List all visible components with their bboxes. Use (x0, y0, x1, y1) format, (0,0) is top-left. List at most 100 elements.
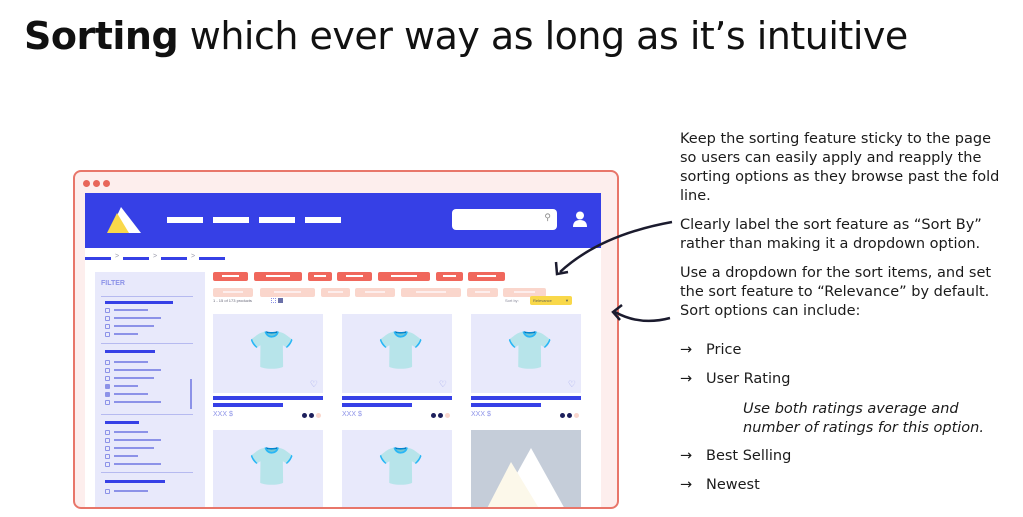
sort-value: Relevance (533, 298, 552, 303)
search-icon: ⚲ (544, 212, 551, 222)
product-title[interactable] (342, 396, 452, 400)
filter-group-title (105, 421, 139, 424)
note-dropdown: Use a dropdown for the sort items, and s… (680, 265, 992, 319)
color-swatch[interactable] (438, 413, 443, 418)
filter-checkbox-checked[interactable] (105, 383, 138, 389)
sort-chip[interactable] (436, 272, 463, 281)
product-image[interactable]: 👕 (213, 430, 323, 507)
filter-chip[interactable] (401, 288, 461, 297)
filter-chip[interactable] (503, 288, 546, 297)
color-swatch[interactable] (567, 413, 572, 418)
divider (101, 472, 193, 473)
filter-chip[interactable] (213, 288, 253, 297)
filter-chip[interactable] (355, 288, 395, 297)
filter-checkbox[interactable] (105, 315, 161, 321)
filter-checkbox-checked[interactable] (105, 391, 148, 397)
nav-link[interactable] (305, 217, 341, 223)
sort-chip[interactable] (308, 272, 332, 281)
filter-chip[interactable] (260, 288, 315, 297)
window-dot-icon (103, 180, 110, 187)
breadcrumb-item[interactable] (85, 257, 111, 260)
filter-group-title (105, 301, 173, 304)
list-view-icon[interactable] (271, 298, 276, 303)
tshirt-icon: 👕 (248, 446, 296, 488)
nav-link[interactable] (167, 217, 203, 223)
sort-option: →Price (680, 342, 741, 358)
option-label: User Rating (706, 371, 791, 387)
sort-chip[interactable] (468, 272, 505, 281)
filter-chip[interactable] (321, 288, 350, 297)
filter-checkbox[interactable] (105, 331, 138, 337)
filter-checkbox[interactable] (105, 488, 148, 494)
breadcrumb-item[interactable] (161, 257, 187, 260)
color-swatch[interactable] (574, 413, 579, 418)
rating-note: Use both ratings average and number of r… (743, 401, 984, 436)
breadcrumb-item[interactable] (123, 257, 149, 260)
color-swatch[interactable] (445, 413, 450, 418)
product-title[interactable] (471, 396, 581, 400)
scrollbar[interactable] (190, 379, 192, 409)
image-placeholder[interactable] (471, 430, 581, 507)
logo-icon (107, 207, 141, 233)
grid-view-icon[interactable] (278, 298, 283, 303)
heart-icon[interactable]: ♡ (438, 379, 447, 389)
sort-chip[interactable] (337, 272, 372, 281)
divider (101, 343, 193, 344)
tshirt-icon: 👕 (377, 330, 425, 372)
filter-checkbox[interactable] (105, 453, 138, 459)
shirt-icon: 👕 (377, 446, 425, 488)
product-image[interactable]: 👕♡ (471, 314, 581, 393)
chevron-right-icon: > (153, 253, 158, 260)
filter-checkbox[interactable] (105, 323, 154, 329)
filter-checkbox[interactable] (105, 445, 154, 451)
arrow-icon (559, 220, 673, 273)
filter-chip[interactable] (467, 288, 498, 297)
option-label: Newest (706, 477, 760, 493)
sort-dropdown[interactable]: Relevance▼ (530, 296, 572, 305)
arrow-right-icon: → (680, 371, 693, 387)
sort-chip[interactable] (213, 272, 248, 281)
product-image[interactable]: 👕♡ (213, 314, 323, 393)
filter-checkbox[interactable] (105, 461, 161, 467)
product-title[interactable] (213, 396, 323, 400)
sort-chip[interactable] (378, 272, 430, 281)
tshirt-icon: 👕 (506, 330, 554, 372)
product-price: XXX $ (342, 411, 362, 418)
color-swatch[interactable] (431, 413, 436, 418)
browser-mockup: ⚲ > > > FILTER (73, 170, 619, 509)
page-content: > > > FILTER (85, 248, 601, 507)
color-swatch[interactable] (309, 413, 314, 418)
user-icon[interactable] (573, 211, 587, 227)
breadcrumb-item[interactable] (199, 257, 225, 260)
product-image[interactable]: 👕♡ (342, 314, 452, 393)
nav-link[interactable] (259, 217, 295, 223)
sort-chip[interactable] (254, 272, 302, 281)
arrow-right-icon: → (680, 477, 693, 493)
color-swatch[interactable] (302, 413, 307, 418)
filter-checkbox[interactable] (105, 307, 148, 313)
heart-icon[interactable]: ♡ (567, 379, 576, 389)
divider (101, 296, 193, 297)
sort-option: → User Rating (680, 371, 790, 387)
filter-checkbox[interactable] (105, 399, 161, 405)
product-price: XXX $ (471, 411, 491, 418)
nav-link[interactable] (213, 217, 249, 223)
color-swatch[interactable] (316, 413, 321, 418)
window-dot-icon (83, 180, 90, 187)
filter-checkbox[interactable] (105, 437, 161, 443)
product-subtitle (342, 403, 412, 407)
sort-by-label: Sort by: (505, 298, 519, 303)
product-subtitle (471, 403, 541, 407)
filter-checkbox[interactable] (105, 375, 154, 381)
site-header: ⚲ (85, 193, 601, 248)
sort-option: →Best Selling (680, 448, 791, 464)
filter-checkbox[interactable] (105, 359, 148, 365)
heart-icon[interactable]: ♡ (309, 379, 318, 389)
filter-checkbox[interactable] (105, 367, 161, 373)
slide-title: Sorting which ever way as long as it’s i… (24, 14, 908, 58)
search-input[interactable]: ⚲ (452, 209, 557, 230)
product-image[interactable]: 👕 (342, 430, 452, 507)
filter-checkbox[interactable] (105, 429, 148, 435)
notes: Keep the sorting feature sticky to the p… (680, 130, 1000, 331)
color-swatch[interactable] (560, 413, 565, 418)
